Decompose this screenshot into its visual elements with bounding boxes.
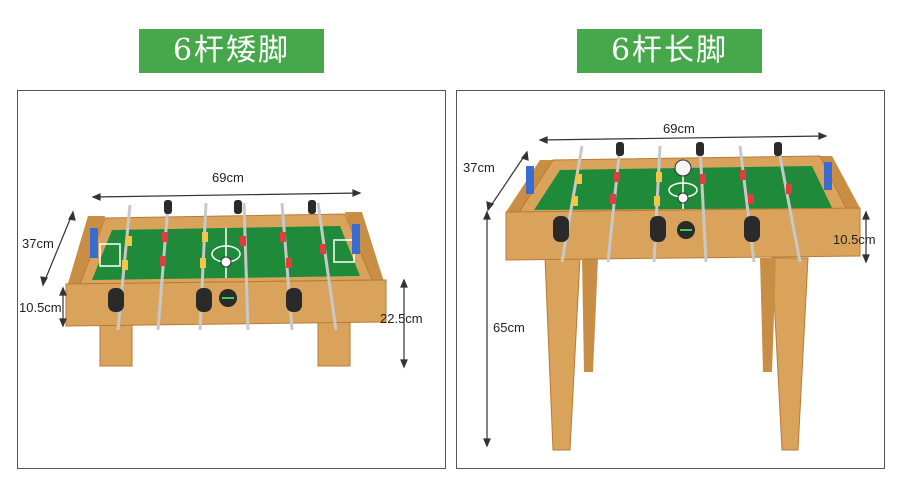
left-width-label: 69cm <box>212 170 244 185</box>
left-depth-label: 37cm <box>22 236 54 251</box>
left-leg-height-label: 22.5cm <box>380 311 423 326</box>
right-depth-label: 37cm <box>463 160 495 175</box>
right-panel-title: 6杆长脚 <box>577 29 762 73</box>
right-leg-height-label: 65cm <box>493 320 525 335</box>
right-width-label: 69cm <box>663 121 695 136</box>
left-body-height-label: 10.5cm <box>19 300 62 315</box>
right-body-height-label: 10.5cm <box>833 232 876 247</box>
left-panel-title: 6杆矮脚 <box>139 29 324 73</box>
